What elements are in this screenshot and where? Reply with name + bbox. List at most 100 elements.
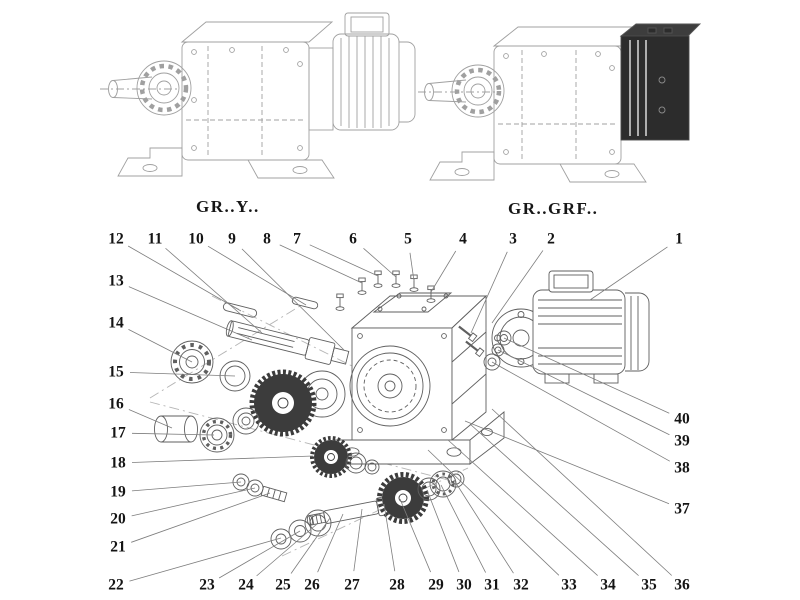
leader-line-7 (309, 244, 379, 277)
shim-washers (232, 473, 264, 497)
callout-number-12: 12 (107, 230, 125, 248)
callout-number-13: 13 (107, 272, 125, 290)
leader-line-13 (128, 286, 253, 341)
mounting-feet (117, 147, 335, 179)
exploded-view (149, 270, 650, 557)
leader-line-22 (129, 537, 282, 582)
leader-line-12 (127, 245, 242, 312)
leader-line-5 (409, 252, 415, 282)
leader-line-20 (131, 487, 256, 517)
leader-line-35 (469, 423, 639, 576)
callout-number-38: 38 (673, 459, 691, 477)
output-flange (136, 60, 192, 116)
leader-line-2 (491, 250, 544, 324)
leader-line-32 (453, 479, 514, 574)
leader-line-3 (470, 251, 508, 334)
variant-label-gr-y: GR..Y.. (196, 197, 260, 216)
callout-number-27: 27 (343, 576, 361, 594)
leader-line-38 (491, 361, 670, 462)
callout-number-5: 5 (403, 230, 413, 248)
large-helical-gear (249, 369, 317, 437)
callout-number-36: 36 (673, 576, 691, 594)
leader-line-30 (426, 489, 460, 573)
leader-line-1 (589, 246, 668, 301)
leader-line-6 (363, 247, 397, 278)
leader-line-34 (447, 439, 598, 576)
input-shaft-keys (222, 296, 319, 318)
callout-number-14: 14 (107, 314, 125, 332)
variant-label-gr-grf: GR..GRF.. (508, 199, 599, 218)
callout-number-39: 39 (673, 432, 691, 450)
leader-line-21 (131, 492, 271, 543)
end-washers (270, 519, 312, 550)
mounting-feet (429, 151, 647, 183)
leader-line-8 (279, 244, 363, 284)
leader-line-40 (503, 337, 670, 414)
callout-number-9: 9 (227, 230, 237, 248)
callout-number-26: 26 (303, 576, 321, 594)
leader-line-36 (491, 408, 673, 576)
output-gear (377, 472, 429, 524)
assembled-gearmotor-gr-y (100, 12, 416, 179)
callout-number-32: 32 (512, 576, 530, 594)
motor-section (308, 12, 416, 131)
leader-line-14 (128, 329, 193, 363)
callout-number-21: 21 (109, 538, 127, 556)
leader-line-19 (131, 481, 242, 492)
callout-number-11: 11 (146, 230, 164, 248)
callout-number-35: 35 (640, 576, 658, 594)
leader-line-17 (131, 432, 215, 436)
leader-line-27 (353, 508, 363, 572)
callout-number-24: 24 (237, 576, 255, 594)
callout-number-19: 19 (109, 483, 127, 501)
gear-housing (180, 21, 334, 161)
callout-number-20: 20 (109, 510, 127, 528)
callout-number-15: 15 (107, 363, 125, 381)
assembled-gearmotor-gr-grf (418, 23, 702, 183)
callout-number-10: 10 (187, 230, 205, 248)
leader-line-26 (317, 513, 344, 573)
electric-motor (491, 270, 650, 384)
callout-number-16: 16 (107, 395, 125, 413)
callout-number-1: 1 (674, 230, 684, 248)
callout-number-2: 2 (546, 230, 556, 248)
leader-lines (127, 244, 673, 582)
leader-line-18 (131, 455, 314, 463)
leader-line-24 (256, 523, 318, 577)
leader-line-25 (290, 517, 331, 574)
callout-number-30: 30 (455, 576, 473, 594)
leader-line-11 (165, 247, 263, 334)
leader-line-10 (207, 245, 307, 306)
callout-number-31: 31 (483, 576, 501, 594)
leader-line-23 (218, 530, 301, 579)
leader-line-31 (440, 484, 486, 573)
callout-number-22: 22 (107, 576, 125, 594)
splined-pinion (260, 485, 288, 503)
callout-number-6: 6 (348, 230, 358, 248)
callout-number-37: 37 (673, 500, 691, 518)
callout-number-25: 25 (274, 576, 292, 594)
leader-line-33 (427, 449, 560, 576)
callout-number-7: 7 (292, 230, 302, 248)
coupling-parts (483, 330, 512, 371)
callout-number-29: 29 (427, 576, 445, 594)
callout-number-40: 40 (673, 410, 691, 428)
spacer-sleeve (154, 415, 198, 443)
ball-bearing-small (232, 407, 260, 435)
callout-number-3: 3 (508, 230, 518, 248)
leader-line-29 (399, 498, 431, 573)
output-flange (451, 64, 505, 118)
callout-number-28: 28 (388, 576, 406, 594)
retaining-rings (345, 452, 380, 475)
callout-number-33: 33 (560, 576, 578, 594)
callout-number-23: 23 (198, 576, 216, 594)
leader-line-28 (383, 503, 396, 572)
callout-number-8: 8 (262, 230, 272, 248)
callout-number-17: 17 (109, 424, 127, 442)
motor-mount-bolts (458, 325, 485, 358)
leader-line-39 (497, 349, 670, 436)
input-shaft (225, 320, 350, 365)
callout-number-4: 4 (458, 230, 468, 248)
